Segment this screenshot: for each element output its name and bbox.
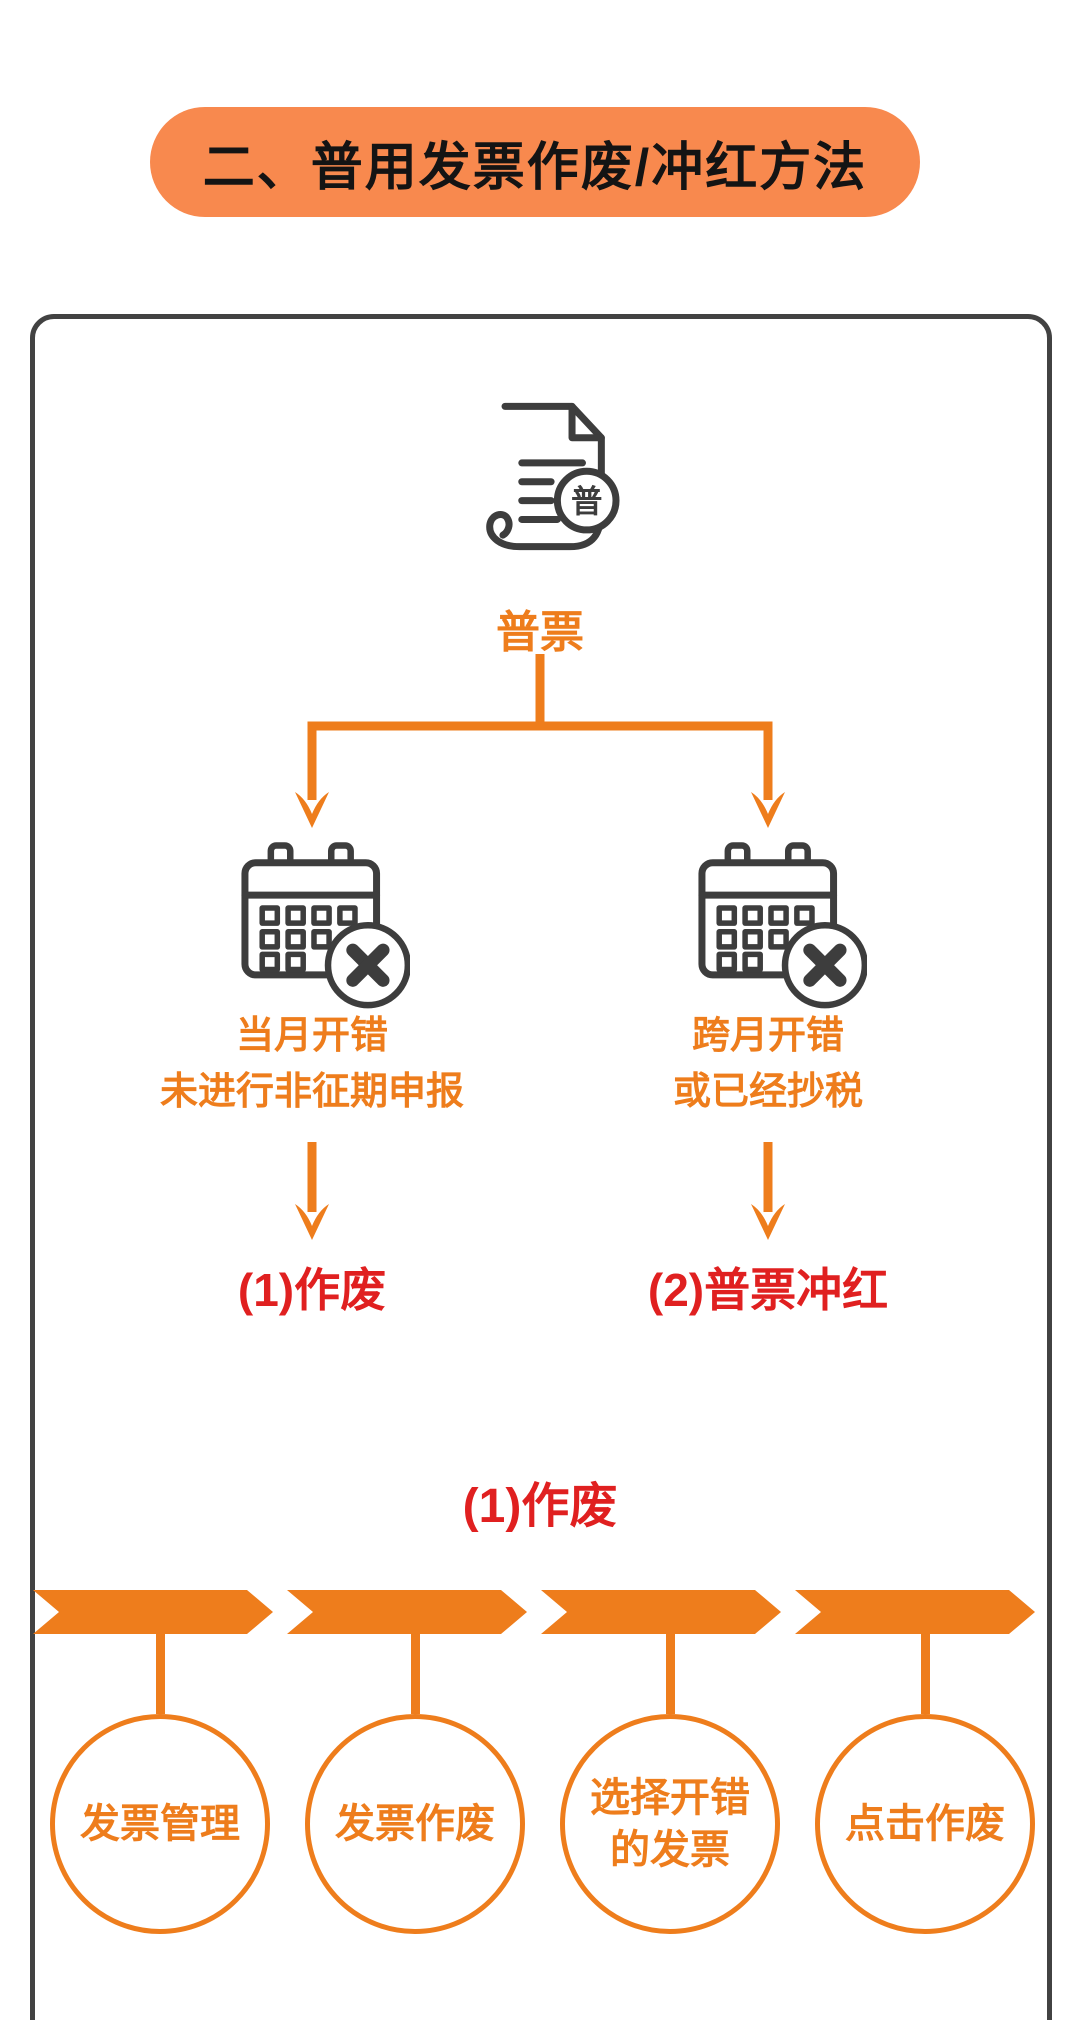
step-2-line1: 发票作废 [335,1802,495,1846]
process-banner-segment [287,1590,527,1634]
calendar-error-icon-left [232,839,410,1017]
title-banner: 二、普用发票作废/冲红方法 [150,107,920,217]
step-3-line2: 的发票 [610,1828,730,1872]
invoice-document-icon: 普 [474,398,624,576]
step-stem [921,1634,930,1714]
result-right: (2)普票冲红 [647,1264,889,1316]
process-banner-segment [795,1590,1035,1634]
step-circle-2: 发票作废 [305,1714,525,1934]
process-section-title: (1)作废 [462,1480,618,1533]
invoice-badge-char: 普 [571,484,602,519]
condition-left: 当月开错 未进行非征期申报 [92,1008,532,1120]
process-banner-segment [33,1590,273,1634]
result-left: (1)作废 [237,1264,387,1316]
condition-right-line1: 跨月开错 [691,1015,844,1057]
flowchart-frame [30,314,1052,2020]
step-stem [156,1634,165,1714]
root-label: 普票 [496,608,584,657]
condition-left-line1: 当月开错 [235,1015,388,1057]
step-3-line1: 选择开错 [590,1776,750,1820]
step-circle-1: 发票管理 [50,1714,270,1934]
step-stem [666,1634,675,1714]
step-circle-3: 选择开错 的发票 [560,1714,780,1934]
step-circle-4: 点击作废 [815,1714,1035,1934]
condition-right-line2: 或已经抄税 [672,1071,863,1113]
step-stem [411,1634,420,1714]
page-title: 二、普用发票作废/冲红方法 [202,138,868,197]
calendar-error-icon-right [689,839,867,1017]
condition-left-line2: 未进行非征期申报 [159,1071,464,1113]
step-1-line1: 发票管理 [80,1802,240,1846]
step-4-line1: 点击作废 [845,1802,1005,1846]
condition-right: 跨月开错 或已经抄税 [548,1008,988,1120]
process-banner-segment [541,1590,781,1634]
